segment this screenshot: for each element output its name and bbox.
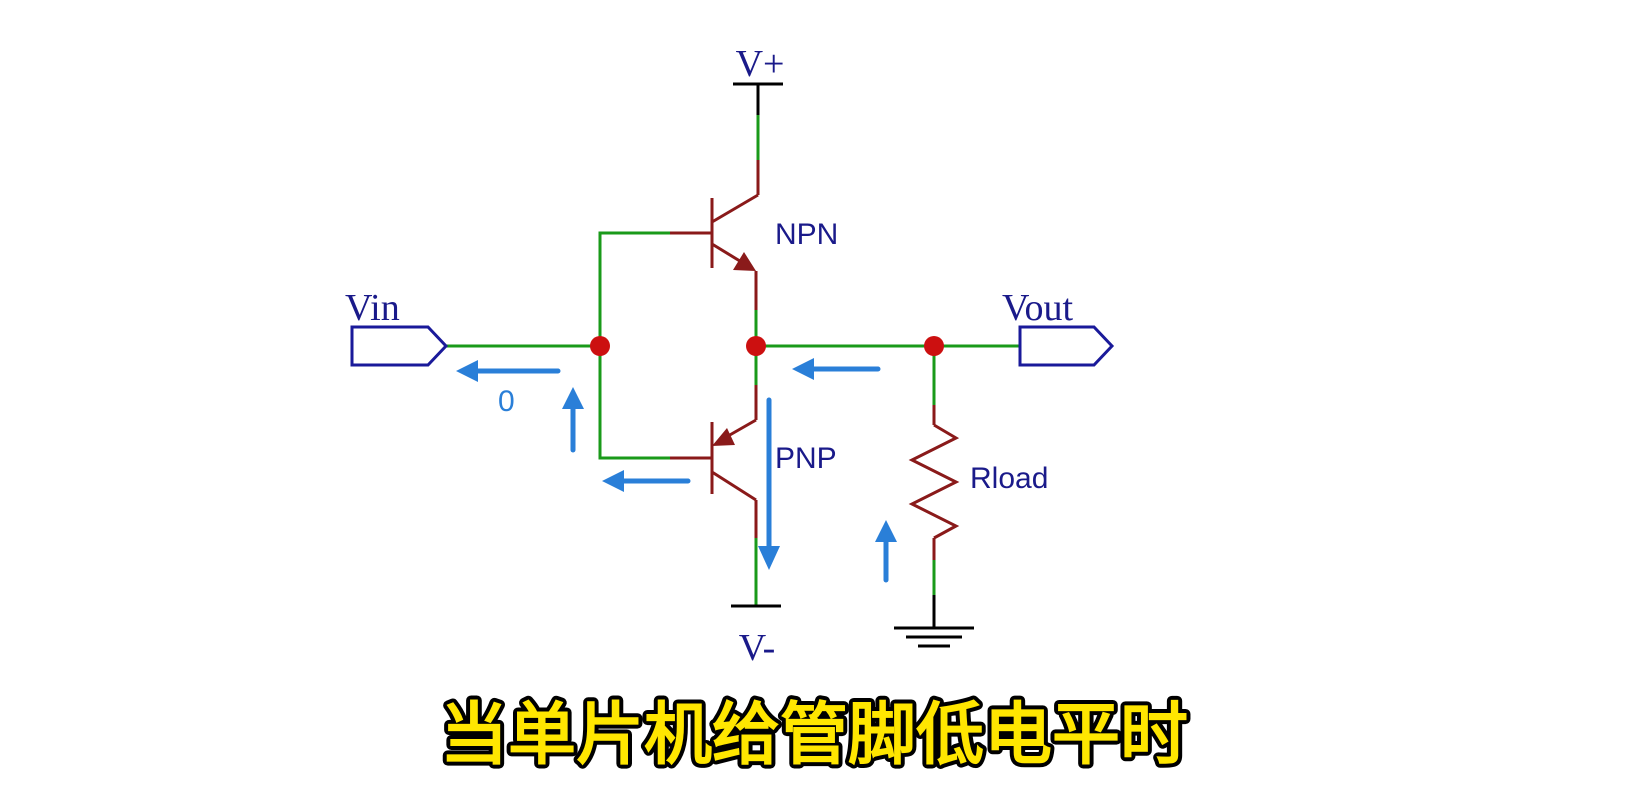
junction-output: [746, 336, 766, 356]
current-arrow-pnp-down: [758, 397, 780, 570]
npn-transistor: NPN: [670, 160, 838, 346]
pnp-transistor: PNP: [670, 385, 837, 605]
vout-label: Vout: [1002, 287, 1074, 329]
vminus-label: V-: [739, 627, 776, 669]
npn-emitter-arrow: [733, 252, 756, 271]
npn-label: NPN: [775, 218, 838, 251]
current-arrow-load-up: [875, 520, 897, 583]
pnp-emitter-arrow: [712, 428, 735, 446]
current-arrow-pnp-base-left: [602, 470, 691, 492]
current-arrow-base-up: [562, 387, 584, 453]
pnp-label: PNP: [775, 442, 837, 475]
base-wiring: [446, 231, 670, 460]
vplus-supply: V+: [733, 43, 784, 160]
rload-label: Rload: [970, 462, 1048, 495]
vminus-supply: V-: [731, 604, 781, 669]
vin-label: Vin: [345, 287, 400, 329]
vplus-label: V+: [736, 43, 785, 85]
load-resistor: Rload: [908, 346, 1048, 628]
junction-load: [924, 336, 944, 356]
current-arrow-output-left: [792, 358, 881, 380]
junction-base: [590, 336, 610, 356]
vout-port: Vout: [1002, 287, 1115, 367]
caption-subtitle: 当单片机给管脚低电平时: [440, 696, 1188, 775]
current-arrow-vin-left: [456, 360, 561, 382]
output-wiring: [754, 344, 1020, 385]
zero-current-label: 0: [498, 385, 515, 418]
ground-symbol: [894, 626, 974, 648]
vin-port: Vin: [345, 287, 449, 367]
